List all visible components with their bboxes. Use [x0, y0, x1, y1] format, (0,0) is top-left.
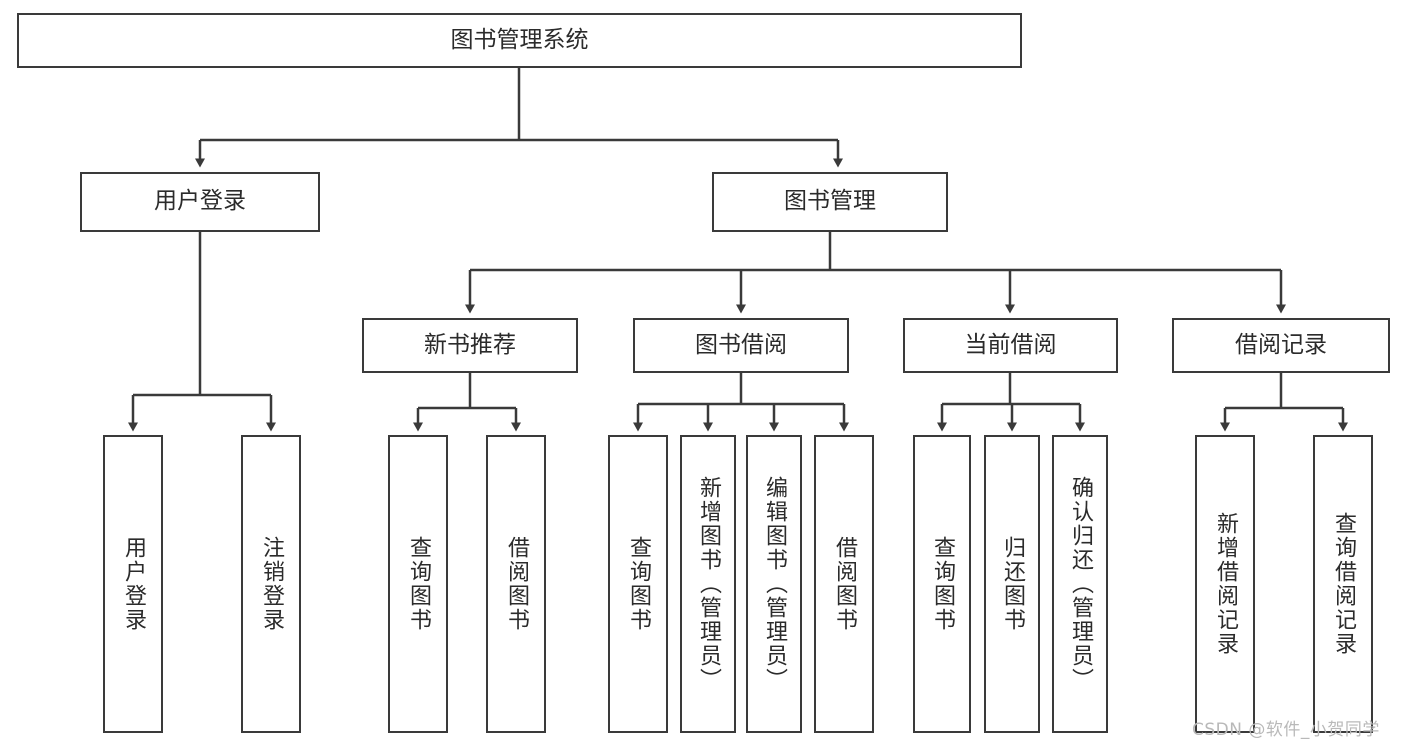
node-borrow-record[interactable]: 借阅记录: [1172, 318, 1390, 373]
node-leaf-query-borrow-record-label: 查询借阅记录: [1331, 512, 1356, 656]
node-leaf-user-login[interactable]: 用户登录: [103, 435, 163, 733]
node-leaf-query-book-current[interactable]: 查询图书: [913, 435, 971, 733]
node-leaf-borrow-book-recommend-label: 借阅图书: [504, 536, 529, 632]
node-root[interactable]: 图书管理系统: [17, 13, 1022, 68]
node-current-borrow[interactable]: 当前借阅: [903, 318, 1118, 373]
node-leaf-edit-book[interactable]: 编辑图书（管理员）: [746, 435, 802, 733]
node-leaf-user-login-label: 用户登录: [121, 536, 146, 632]
node-new-book-recommend-label: 新书推荐: [424, 331, 516, 358]
node-leaf-add-book-label: 新增图书（管理员）: [696, 476, 721, 692]
node-user-login-label: 用户登录: [154, 188, 246, 215]
node-leaf-borrow-book-recommend[interactable]: 借阅图书: [486, 435, 546, 733]
node-leaf-logout-login-label: 注销登录: [259, 536, 284, 632]
node-leaf-return-book-label: 归还图书: [1000, 536, 1025, 632]
node-book-borrow-label: 图书借阅: [695, 331, 787, 358]
csdn-watermark: CSDN @软件_小贺同学: [1192, 720, 1380, 740]
node-leaf-query-book-recommend-label: 查询图书: [406, 536, 431, 632]
node-leaf-return-book[interactable]: 归还图书: [984, 435, 1040, 733]
node-leaf-borrow-book-label: 借阅图书: [832, 536, 857, 632]
node-leaf-edit-book-label: 编辑图书（管理员）: [762, 476, 787, 692]
node-leaf-query-book-recommend[interactable]: 查询图书: [388, 435, 448, 733]
node-leaf-query-book-current-label: 查询图书: [930, 536, 955, 632]
node-leaf-query-book-borrow[interactable]: 查询图书: [608, 435, 668, 733]
node-borrow-record-label: 借阅记录: [1235, 331, 1327, 358]
node-leaf-query-book-borrow-label: 查询图书: [626, 536, 651, 632]
node-leaf-query-borrow-record[interactable]: 查询借阅记录: [1313, 435, 1373, 733]
node-user-login[interactable]: 用户登录: [80, 172, 320, 232]
node-leaf-add-book[interactable]: 新增图书（管理员）: [680, 435, 736, 733]
node-leaf-add-borrow-record[interactable]: 新增借阅记录: [1195, 435, 1255, 733]
node-root-label: 图书管理系统: [450, 26, 589, 53]
node-current-borrow-label: 当前借阅: [964, 331, 1057, 358]
node-leaf-confirm-return-label: 确认归还（管理员）: [1068, 476, 1093, 692]
node-leaf-add-borrow-record-label: 新增借阅记录: [1213, 512, 1238, 656]
node-leaf-logout-login[interactable]: 注销登录: [241, 435, 301, 733]
node-book-manage[interactable]: 图书管理: [712, 172, 948, 232]
node-book-manage-label: 图书管理: [784, 188, 876, 215]
node-book-borrow[interactable]: 图书借阅: [633, 318, 849, 373]
node-leaf-confirm-return[interactable]: 确认归还（管理员）: [1052, 435, 1108, 733]
node-leaf-borrow-book[interactable]: 借阅图书: [814, 435, 874, 733]
node-new-book-recommend[interactable]: 新书推荐: [362, 318, 578, 373]
